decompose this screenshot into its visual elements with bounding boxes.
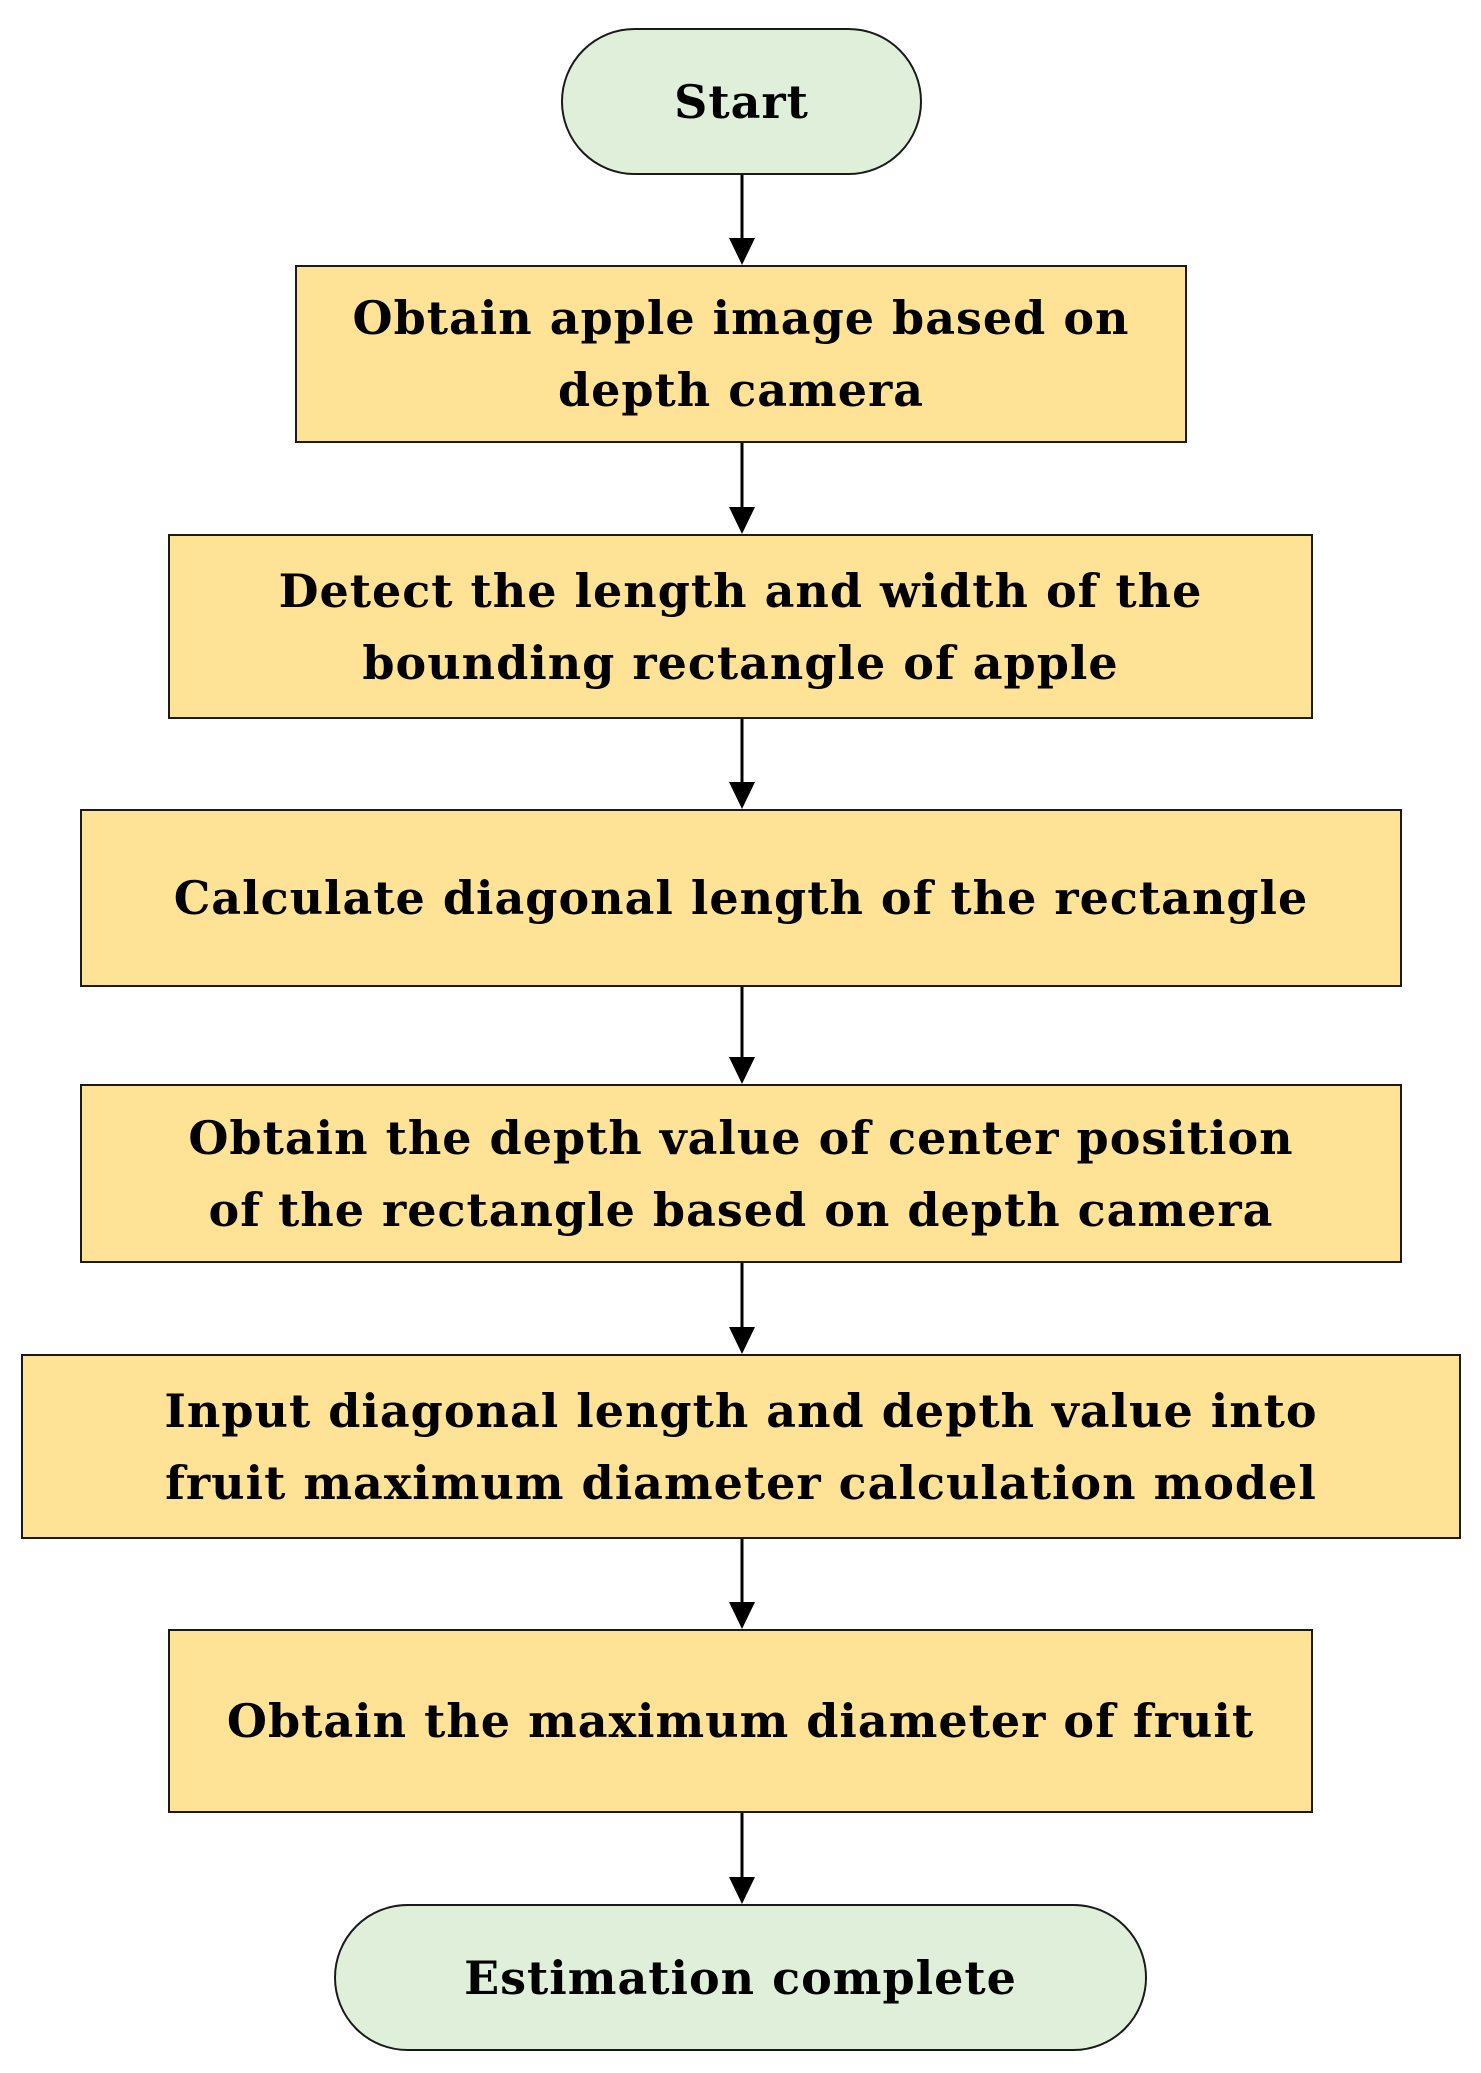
arrow-step-3-to-step-4 bbox=[729, 987, 755, 1084]
start-terminal: Start bbox=[561, 28, 922, 175]
step-4-label: Obtain the depth value of center positio… bbox=[188, 1110, 1294, 1237]
step-6-label: Obtain the maximum diameter of fruit bbox=[226, 1694, 1255, 1748]
arrow-step-4-to-step-5 bbox=[729, 1263, 755, 1354]
end-terminal: Estimation complete bbox=[334, 1904, 1147, 2051]
step-1-label: Obtain apple image based on depth camera bbox=[352, 291, 1130, 417]
step-detect-bounding-rectangle: Detect the length and width of the bound… bbox=[168, 534, 1313, 719]
end-label: Estimation complete bbox=[464, 1950, 1017, 2005]
step-calculate-diagonal-length: Calculate diagonal length of the rectang… bbox=[80, 809, 1402, 987]
step-obtain-depth-value: Obtain the depth value of center positio… bbox=[80, 1084, 1402, 1263]
step-5-label: Input diagonal length and depth value in… bbox=[164, 1383, 1318, 1510]
arrow-step-6-to-end bbox=[729, 1813, 755, 1904]
step-2-label: Detect the length and width of the bound… bbox=[278, 563, 1203, 690]
step-input-into-model: Input diagonal length and depth value in… bbox=[21, 1354, 1461, 1539]
start-label: Start bbox=[674, 74, 809, 129]
step-obtain-apple-image: Obtain apple image based on depth camera bbox=[295, 265, 1187, 443]
step-3-label: Calculate diagonal length of the rectang… bbox=[173, 871, 1309, 925]
arrow-start-to-step-1 bbox=[729, 174, 755, 265]
step-obtain-maximum-diameter: Obtain the maximum diameter of fruit bbox=[168, 1629, 1313, 1813]
arrow-step-2-to-step-3 bbox=[729, 719, 755, 809]
arrow-step-1-to-step-2 bbox=[729, 443, 755, 534]
arrow-step-5-to-step-6 bbox=[729, 1539, 755, 1629]
